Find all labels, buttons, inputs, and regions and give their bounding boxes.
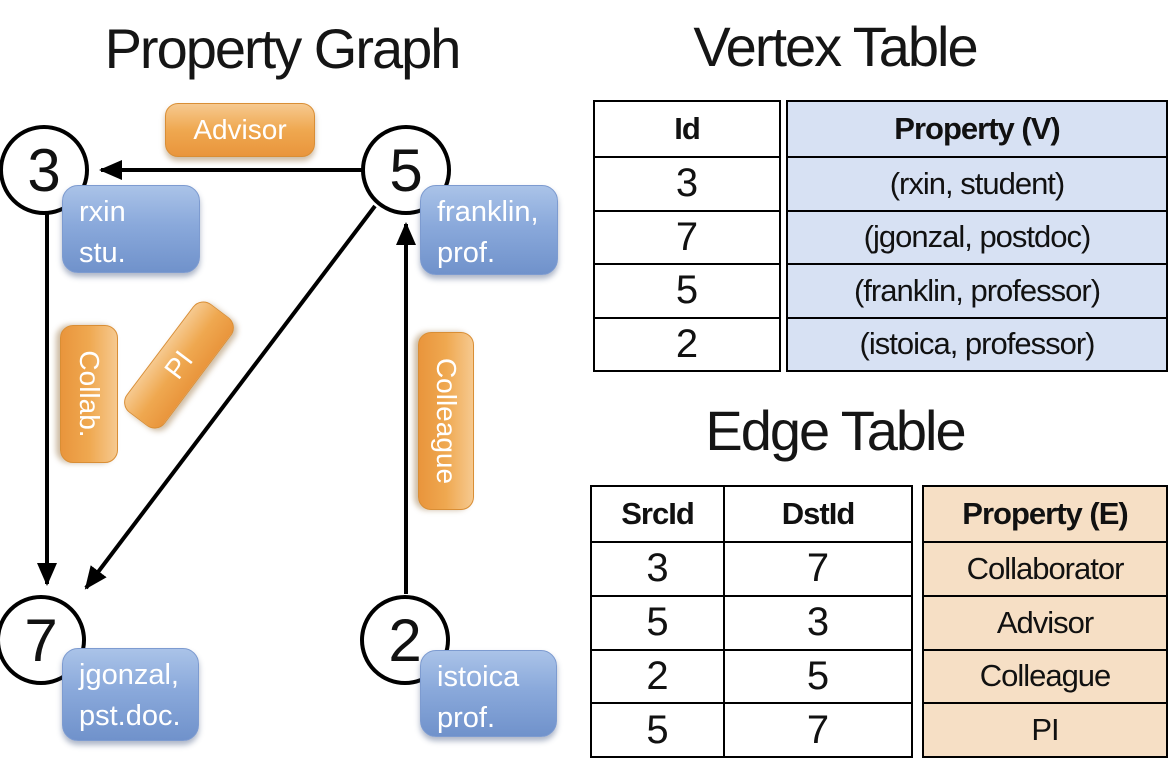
vertex-table-id-header: Id bbox=[674, 111, 701, 146]
vertex-box-franklin: franklin, prof. bbox=[420, 185, 558, 275]
edge-label-advisor: Advisor bbox=[165, 103, 315, 157]
node-id-5: 5 bbox=[389, 136, 423, 204]
edge-property-cell: Advisor bbox=[996, 604, 1094, 640]
edge-table-id-columns: SrcId DstId 3 7 5 3 2 5 5 7 bbox=[590, 485, 913, 758]
vertex-property-cell: (jgonzal, postdoc) bbox=[863, 219, 1092, 255]
vertex-box-jgonzal: jgonzal, pst.doc. bbox=[62, 648, 199, 741]
node-id-7: 7 bbox=[24, 606, 58, 674]
vertex-table-title: Vertex Table bbox=[693, 15, 978, 78]
table-row: 5 3 bbox=[592, 596, 911, 651]
edge-label-collab: Collab. bbox=[60, 325, 118, 463]
edge-dst-cell: 5 bbox=[806, 653, 830, 698]
edge-label-collab-text: Collab. bbox=[74, 350, 105, 438]
edge-src-cell: 5 bbox=[592, 596, 725, 649]
vertex-property-cell: (rxin, student) bbox=[889, 165, 1066, 201]
vertex-box-franklin-line2: prof. bbox=[437, 237, 496, 270]
edge-table-property-header: Property (E) bbox=[962, 496, 1128, 531]
edge-table-property-column: Property (E) Collaborator Advisor Collea… bbox=[922, 485, 1168, 758]
vertex-table-property-column: Property (V) (rxin, student) (jgonzal, p… bbox=[786, 100, 1168, 372]
table-row: 2 bbox=[595, 319, 779, 371]
graph-edges-layer bbox=[37, 160, 416, 594]
edge-label-colleague-text: Colleague bbox=[431, 357, 462, 485]
vertex-id-cell: 3 bbox=[675, 161, 699, 206]
vertex-id-cell: 5 bbox=[675, 268, 699, 313]
vertex-box-rxin: rxin stu. bbox=[62, 185, 200, 273]
edge-table-header-row: SrcId DstId bbox=[592, 487, 911, 543]
vertex-table-id-header-row: Id bbox=[595, 102, 779, 158]
edge-src-cell: 3 bbox=[592, 543, 725, 595]
edge-label-colleague: Colleague bbox=[418, 332, 474, 510]
vertex-box-istoica: istoica prof. bbox=[420, 650, 557, 737]
vertex-id-cell: 7 bbox=[675, 214, 699, 259]
edge-table-src-header: SrcId bbox=[592, 487, 725, 541]
edge-property-cell: Colleague bbox=[979, 658, 1112, 694]
edge-src-cell: 5 bbox=[592, 704, 725, 756]
vertex-table-property-header-row: Property (V) bbox=[788, 102, 1166, 158]
vertex-table-id-column: Id 3 7 5 2 bbox=[593, 100, 781, 372]
vertex-box-franklin-line1: franklin, bbox=[437, 196, 539, 228]
edge-table-dst-header: DstId bbox=[781, 496, 856, 531]
table-row: (jgonzal, postdoc) bbox=[788, 212, 1166, 265]
table-row: (franklin, professor) bbox=[788, 265, 1166, 319]
edge-src-cell: 2 bbox=[592, 650, 725, 703]
table-row: 7 bbox=[595, 212, 779, 265]
vertex-box-jgonzal-line1: jgonzal, bbox=[79, 659, 179, 691]
node-circle-5: 5 bbox=[361, 125, 451, 215]
node-id-2: 2 bbox=[388, 606, 422, 674]
edge-property-cell: PI bbox=[1031, 712, 1059, 748]
table-row: (rxin, student) bbox=[788, 158, 1166, 212]
edge-table-property-header-row: Property (E) bbox=[924, 487, 1166, 543]
edge-dst-cell: 3 bbox=[806, 600, 830, 645]
edge-label-advisor-text: Advisor bbox=[193, 114, 287, 145]
edge-dst-cell: 7 bbox=[806, 546, 830, 591]
property-graph-title: Property Graph bbox=[104, 17, 462, 80]
edge-label-pi-text: PI bbox=[158, 344, 199, 385]
vertex-property-cell: (franklin, professor) bbox=[853, 272, 1101, 308]
vertex-box-istoica-line1: istoica bbox=[437, 661, 520, 693]
table-row: PI bbox=[924, 704, 1166, 756]
node-id-3: 3 bbox=[27, 136, 61, 204]
vertex-id-cell: 2 bbox=[675, 321, 699, 366]
vertex-table-property-header: Property (V) bbox=[894, 111, 1060, 146]
table-row: Colleague bbox=[924, 651, 1166, 705]
table-row: 5 bbox=[595, 265, 779, 319]
table-row: (istoica, professor) bbox=[788, 319, 1166, 371]
table-row: Advisor bbox=[924, 597, 1166, 651]
table-row: 2 5 bbox=[592, 650, 911, 705]
table-row: 5 7 bbox=[592, 704, 911, 756]
vertex-property-cell: (istoica, professor) bbox=[859, 326, 1096, 362]
vertex-box-istoica-line2: prof. bbox=[437, 702, 496, 735]
vertex-box-jgonzal-line2: pst.doc. bbox=[79, 700, 181, 733]
edge-arrow-5-to-7 bbox=[84, 204, 377, 590]
edge-property-cell: Collaborator bbox=[966, 550, 1125, 586]
table-row: Collaborator bbox=[924, 543, 1166, 597]
table-row: 3 bbox=[595, 158, 779, 212]
table-row: 3 7 bbox=[592, 543, 911, 597]
node-circle-2: 2 bbox=[360, 595, 450, 685]
edge-table-title: Edge Table bbox=[705, 399, 966, 462]
vertex-box-rxin-line1: rxin bbox=[79, 196, 126, 228]
vertex-box-rxin-line2: stu. bbox=[79, 237, 126, 270]
edge-dst-cell: 7 bbox=[806, 707, 830, 752]
